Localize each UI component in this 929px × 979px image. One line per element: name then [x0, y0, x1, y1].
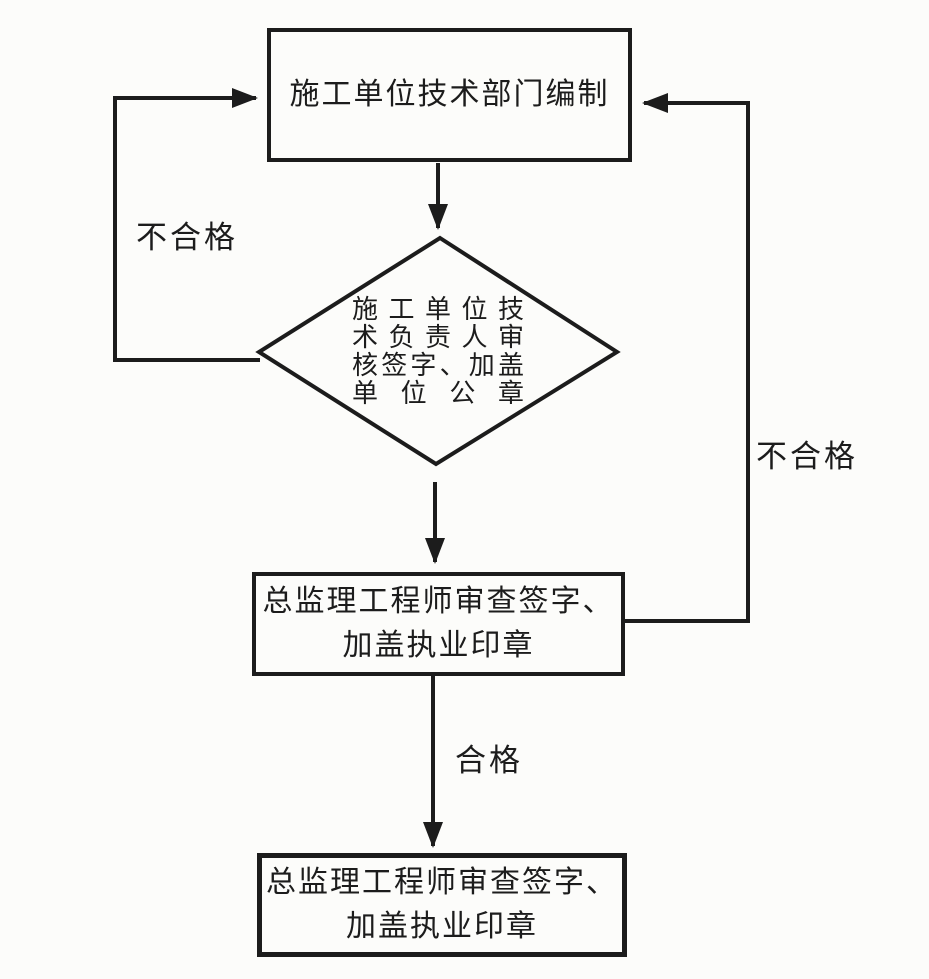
review-box-line-1: 总监理工程师审查签字、 — [262, 585, 615, 618]
top-process-label: 施工单位技术部门编制 — [289, 78, 610, 111]
loop-decision-fail-to-topbox — [113, 88, 260, 362]
loop-review-fail-to-topbox — [625, 93, 750, 623]
top-process-box: 施工单位技术部门编制 — [267, 28, 632, 162]
decision-line-4: 单位公章 — [352, 379, 524, 408]
final-box: 总监理工程师审查签字、 加盖执业印章 — [257, 853, 627, 957]
label-right-fail: 不合格 — [756, 439, 858, 474]
decision-line-3: 核签字、加盖 — [352, 351, 524, 380]
decision-text: 施工单位技 术负责人审 核签字、加盖 单位公章 — [352, 296, 524, 408]
decision-line-2: 术负责人审 — [352, 323, 524, 352]
review-box-line-2: 加盖执业印章 — [342, 629, 535, 662]
label-pass: 合格 — [455, 743, 523, 778]
decision-diamond-shape — [255, 235, 621, 467]
decision-line-1: 施工单位技 — [352, 295, 524, 324]
review-box: 总监理工程师审查签字、 加盖执业印章 — [252, 572, 625, 676]
final-box-line-2: 加盖执业印章 — [346, 910, 538, 943]
final-box-line-1: 总监理工程师审查签字、 — [266, 866, 618, 899]
label-left-fail: 不合格 — [136, 220, 238, 255]
